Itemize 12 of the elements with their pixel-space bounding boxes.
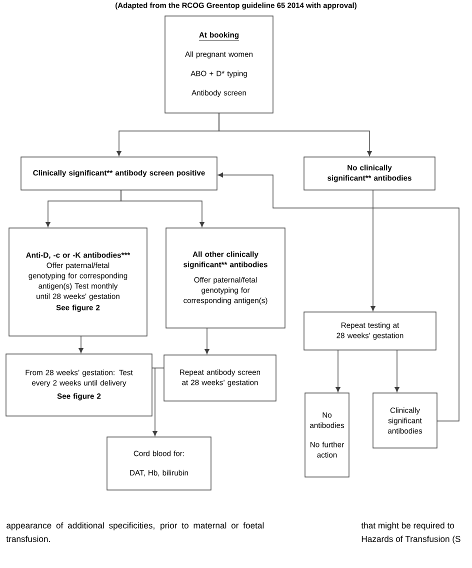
arrow [218, 112, 372, 156]
arrow [336, 350, 340, 392]
arrow [218, 172, 460, 422]
arrow [120, 190, 204, 228]
text-line: Hazards of Transfusion (S [362, 536, 460, 544]
arrow [394, 350, 400, 392]
paragraph: appearance of additional specificities, prior to maternal or foetal transfusion. [6, 522, 264, 542]
arrow [204, 328, 210, 354]
arrow [152, 368, 164, 436]
text-line: that might be required to [361, 522, 454, 530]
arrow [78, 336, 84, 354]
arrow [370, 190, 376, 312]
